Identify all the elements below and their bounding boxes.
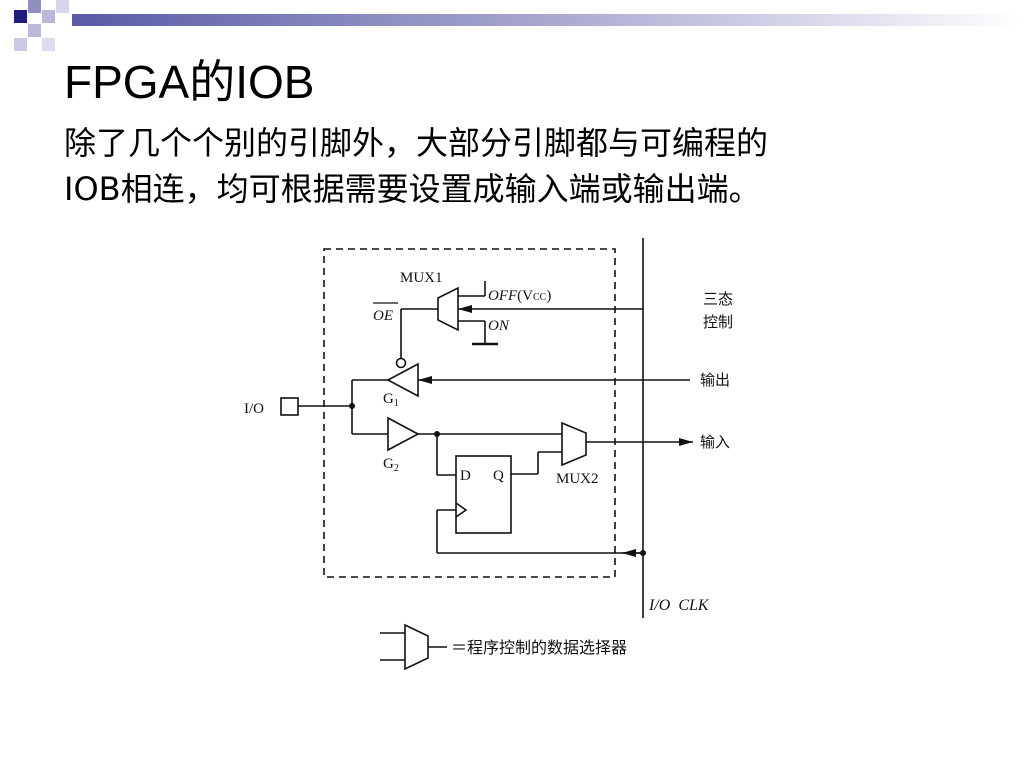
oe-label: OE: [373, 308, 393, 324]
io-junction-dot: [349, 403, 355, 409]
tri-state-label-2: 控制: [703, 313, 733, 331]
input-label: 输入: [700, 433, 730, 451]
clk-junction-dot: [640, 550, 646, 556]
io-clk-label: I/O CLK: [648, 597, 710, 614]
slide-body: 除了几个个别的引脚外，大部分引脚都与可编程的 IOB相连，均可根据需要设置成输入…: [64, 120, 964, 212]
g2-buffer-symbol: [387, 416, 420, 452]
mux1-label: MUX1: [400, 270, 443, 286]
output-label: 输出: [700, 371, 730, 389]
slide-title: FPGA的IOB: [64, 56, 315, 108]
on-label: ON: [488, 318, 510, 334]
mux1-symbol: [437, 286, 459, 332]
mux2-symbol: [561, 421, 587, 467]
mux2-label: MUX2: [556, 471, 599, 487]
legend-text: ＝程序控制的数据选择器: [451, 638, 627, 657]
tri-state-label-1: 三态: [703, 290, 733, 308]
off-vcc-label: OFF(VCC): [488, 288, 551, 304]
g1-label: G1: [383, 391, 399, 409]
clock-input-symbol: [455, 502, 468, 518]
body-line-2: IOB相连，均可根据需要设置成输入端或输出端。: [64, 170, 761, 208]
slide-decoration: [14, 0, 69, 51]
ff-q-label: Q: [493, 468, 504, 484]
g2-label: G2: [383, 456, 399, 474]
io-pad: [280, 397, 299, 416]
body-line-1: 除了几个个别的引脚外，大部分引脚都与可编程的: [64, 124, 769, 162]
legend-mux-symbol: [404, 623, 429, 671]
g2-junction-dot: [434, 431, 440, 437]
top-gradient-bar: [72, 14, 1024, 26]
iob-boundary: [323, 248, 616, 578]
g1-enable-bubble: [395, 357, 407, 369]
ff-d-label: D: [460, 468, 471, 484]
d-flip-flop: [455, 455, 512, 534]
io-label: I/O: [244, 401, 264, 417]
